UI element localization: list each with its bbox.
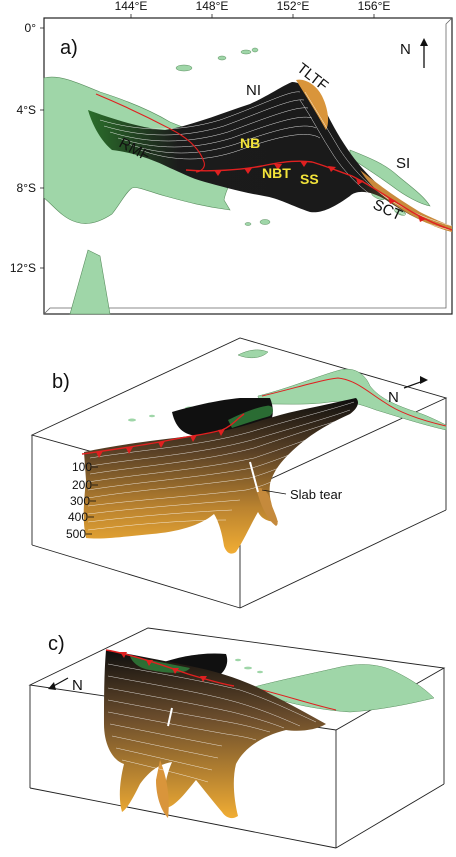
- panel-a: 144°E 148°E 152°E 156°E 0° 4°S 8°S 12°S …: [10, 0, 453, 315]
- islands-c: [235, 658, 263, 674]
- panel-label: c): [48, 633, 65, 655]
- island: [251, 47, 259, 53]
- panel-label: a): [60, 37, 78, 59]
- ramu-markham-fault: [95, 93, 205, 173]
- depth-label: 300: [70, 494, 90, 508]
- slab-tear-label: Slab tear: [290, 487, 343, 502]
- slab-contours-c: [107, 663, 317, 783]
- island: [244, 222, 252, 226]
- land-top-b: [237, 349, 269, 359]
- lon-tick-label: 148°E: [196, 0, 229, 13]
- north-label: N: [72, 677, 83, 694]
- slab-southeast-lobe: [360, 170, 452, 232]
- lat-tick-label: 0°: [25, 21, 37, 35]
- green-band-b: [228, 405, 273, 428]
- red-fault-b: [261, 377, 447, 427]
- north-arrow-icon: [403, 376, 428, 389]
- slab-tear-line: [249, 461, 259, 493]
- land-top-c: [249, 664, 435, 713]
- slab-body-b: [83, 398, 358, 554]
- label-NBT: NBT: [262, 165, 291, 181]
- island: [175, 64, 193, 72]
- slab-tail-c: [156, 760, 169, 818]
- island: [240, 49, 252, 55]
- island: [217, 55, 227, 61]
- trench-teeth-b: [96, 429, 225, 458]
- island: [259, 219, 271, 225]
- solomon-islands: [349, 149, 431, 207]
- north-arrow-icon: [48, 677, 69, 690]
- label-NI: NI: [246, 82, 261, 99]
- lat-ticks: [40, 27, 44, 269]
- north-label: N: [400, 41, 411, 58]
- slab-tear-line-c: [167, 707, 173, 727]
- slab-contours-b: [87, 401, 355, 531]
- depth-label: 500: [66, 527, 86, 541]
- slab-tail-b: [256, 487, 278, 526]
- slab-tear-leader: [261, 489, 287, 495]
- trench-c: [105, 649, 235, 687]
- slab-contours: [99, 91, 453, 231]
- lon-tick-label: 144°E: [115, 0, 148, 13]
- australia-land: [69, 249, 111, 315]
- slab-surface: [88, 82, 452, 232]
- slab-body-c: [104, 650, 326, 819]
- depth-ticks: [86, 466, 98, 535]
- lon-ticks: [130, 14, 375, 18]
- map-frame-bevel: [43, 17, 453, 315]
- lat-tick-label: 4°S: [17, 103, 36, 117]
- north-arrow-icon: [420, 38, 428, 68]
- lat-tick-label: 8°S: [17, 181, 36, 195]
- panel-b: Slab tear 100 200 300 400 500 b) N: [30, 337, 448, 609]
- north-label: N: [388, 389, 399, 406]
- panel-c: c) N: [28, 627, 446, 849]
- depth-label: 400: [68, 510, 88, 524]
- lat-tick-label: 12°S: [10, 261, 36, 275]
- lon-tick-label: 156°E: [358, 0, 391, 13]
- trench-teeth-c: [120, 652, 207, 682]
- trench-teeth: [214, 161, 426, 222]
- lon-tick-label: 152°E: [277, 0, 310, 13]
- depth-label: 100: [72, 460, 92, 474]
- panel-label: b): [52, 371, 70, 393]
- label-SS: SS: [300, 171, 319, 187]
- label-SI: SI: [396, 155, 410, 172]
- depth-label: 200: [72, 478, 92, 492]
- label-NB: NB: [240, 135, 260, 151]
